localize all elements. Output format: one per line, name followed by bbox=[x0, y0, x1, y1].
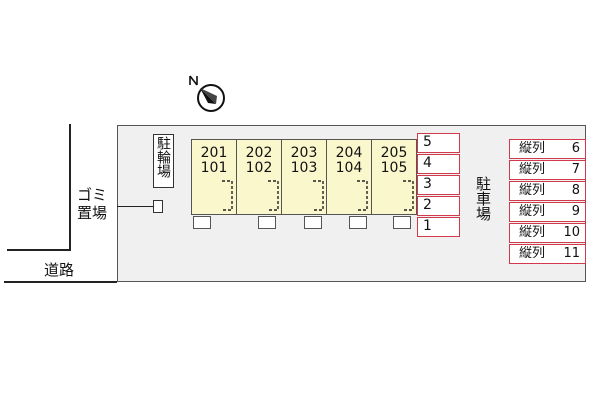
parking-slot: 1 bbox=[417, 217, 460, 237]
unit-upper-number: 203 bbox=[290, 145, 318, 161]
parking-slot: 5 bbox=[417, 133, 460, 153]
entry-box bbox=[258, 216, 276, 229]
column-slot: 縦列 10 bbox=[509, 223, 586, 243]
entry-box bbox=[193, 216, 211, 229]
column-slot-label: 縦列 bbox=[519, 141, 546, 156]
unit-upper-number: 204 bbox=[335, 145, 363, 161]
column-slot-label: 縦列 bbox=[519, 162, 546, 177]
parking-slot: 3 bbox=[417, 175, 460, 195]
column-slot-label: 縦列 bbox=[519, 246, 546, 261]
unit-upper-number: 201 bbox=[200, 145, 228, 161]
column-slot-label: 縦列 bbox=[519, 204, 546, 219]
column-slot: 縦列 11 bbox=[509, 244, 586, 264]
column-slot-label: 縦列 bbox=[519, 225, 546, 240]
road-label: 道路 bbox=[44, 261, 75, 279]
garbage-box bbox=[153, 200, 163, 213]
column-slot: 縦列 8 bbox=[509, 181, 586, 201]
garbage-leader-line bbox=[117, 206, 153, 207]
unit-5: 205 105 bbox=[371, 139, 417, 215]
compass bbox=[186, 74, 232, 114]
entry-box bbox=[349, 216, 367, 229]
column-slot: 縦列 9 bbox=[509, 202, 586, 222]
unit-lower-number: 102 bbox=[245, 160, 273, 176]
column-slot-number: 11 bbox=[563, 246, 580, 261]
unit-lower-number: 105 bbox=[380, 160, 408, 176]
unit-1: 201 101 bbox=[191, 139, 237, 215]
garbage-label-line1: ゴミ bbox=[77, 186, 108, 204]
road-boundary-vertical bbox=[69, 124, 71, 251]
unit-upper-number: 202 bbox=[245, 145, 273, 161]
unit-lower-number: 103 bbox=[290, 160, 318, 176]
garbage-label-line2: 置場 bbox=[77, 204, 108, 222]
unit-2: 202 102 bbox=[236, 139, 282, 215]
parking-slot: 4 bbox=[417, 154, 460, 174]
column-slot-number: 7 bbox=[571, 162, 580, 177]
unit-3: 203 103 bbox=[281, 139, 327, 215]
column-slot-number: 6 bbox=[571, 141, 580, 156]
column-slot-number: 10 bbox=[563, 225, 580, 240]
north-arrow-icon bbox=[189, 75, 225, 112]
column-slot-number: 9 bbox=[571, 204, 580, 219]
column-slot-number: 8 bbox=[571, 183, 580, 198]
entry-box bbox=[304, 216, 322, 229]
road-edge bbox=[4, 281, 117, 283]
entry-box bbox=[393, 216, 411, 229]
bicycle-parking-box bbox=[153, 134, 174, 188]
parking-slot: 2 bbox=[417, 196, 460, 216]
column-slot-label: 縦列 bbox=[519, 183, 546, 198]
unit-lower-number: 104 bbox=[335, 160, 363, 176]
unit-lower-number: 101 bbox=[200, 160, 228, 176]
bicycle-parking-label: 駐輪場 bbox=[155, 136, 171, 178]
unit-upper-number: 205 bbox=[380, 145, 408, 161]
column-slot: 縦列 6 bbox=[509, 139, 586, 159]
column-slot: 縦列 7 bbox=[509, 160, 586, 180]
road-boundary-horizontal bbox=[7, 249, 71, 251]
garbage-label: ゴミ 置場 bbox=[77, 186, 107, 222]
parking-label: 駐車場 bbox=[474, 176, 492, 221]
unit-4: 204 104 bbox=[326, 139, 372, 215]
